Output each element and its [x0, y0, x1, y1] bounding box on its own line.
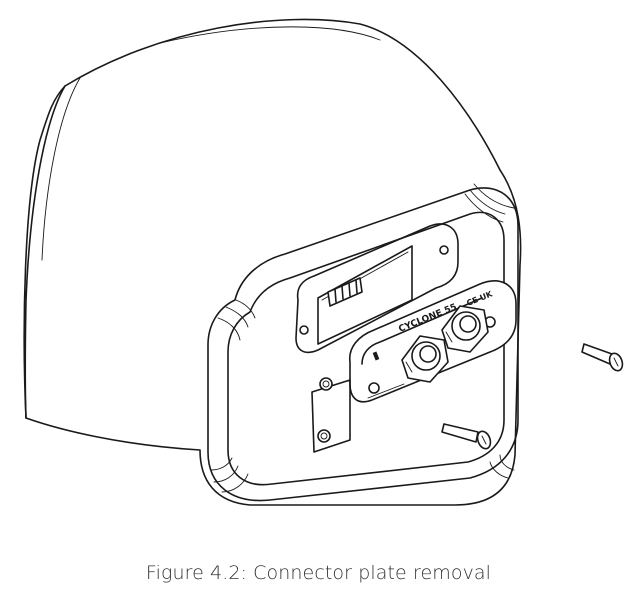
lower-side-plate [311, 377, 351, 453]
screw-right [581, 343, 624, 372]
terminal-block [327, 277, 363, 307]
figure-caption: Figure 4.2: Connector plate removal [145, 562, 492, 584]
rear-frame [207, 183, 519, 502]
speaker-connector-plate-illustration: CYCLONE 55 CE UK [23, 18, 624, 506]
terminal-recess-plate [295, 223, 459, 354]
cable-gland-right [441, 305, 489, 353]
screw-left [441, 423, 492, 450]
cable-gland-left [401, 335, 449, 383]
